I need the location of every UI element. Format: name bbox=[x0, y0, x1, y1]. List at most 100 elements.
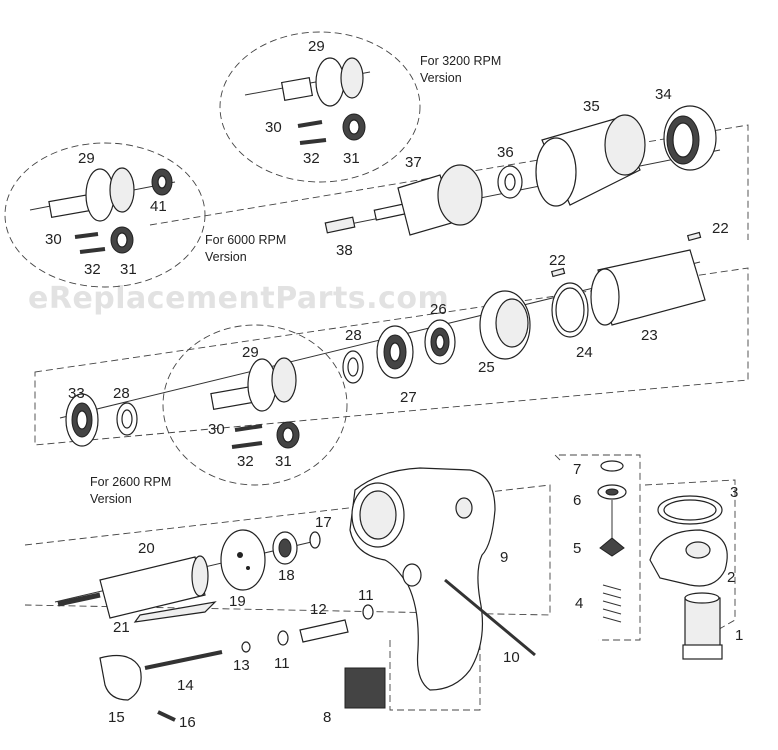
label-12: 12 bbox=[310, 601, 327, 618]
o-ring-11-lower bbox=[277, 630, 289, 646]
trigger-lever-15 bbox=[99, 655, 142, 701]
label-38: 38 bbox=[336, 242, 353, 259]
label-37: 37 bbox=[405, 154, 422, 171]
ring-nut-25 bbox=[479, 290, 531, 360]
note-3200-line2: Version bbox=[420, 71, 462, 85]
pin-32-2600 bbox=[231, 441, 263, 449]
label-11-upper: 11 bbox=[358, 587, 374, 604]
pin-22-lower bbox=[550, 267, 566, 278]
sleeve-23 bbox=[590, 249, 706, 326]
o-ring-11-upper bbox=[362, 604, 374, 620]
bearing-18 bbox=[272, 531, 298, 565]
group-frame-screen bbox=[389, 640, 481, 711]
label-20: 20 bbox=[138, 540, 155, 557]
label-33: 33 bbox=[68, 385, 85, 402]
label-31-2600: 31 bbox=[275, 453, 292, 470]
label-1: 1 bbox=[735, 627, 743, 644]
label-29-2600: 29 bbox=[242, 344, 259, 361]
washer-36 bbox=[497, 165, 523, 199]
label-18: 18 bbox=[278, 567, 295, 584]
pin-16 bbox=[157, 710, 176, 722]
label-30-2600: 30 bbox=[208, 421, 225, 438]
label-31-6000: 31 bbox=[120, 261, 137, 278]
bearing-33 bbox=[65, 393, 99, 447]
group-frame-valve bbox=[553, 454, 641, 641]
note-6000-line1: For 6000 RPM bbox=[205, 233, 286, 247]
label-36: 36 bbox=[497, 144, 514, 161]
valve-seat-6 bbox=[597, 484, 627, 500]
pin-30-2600 bbox=[234, 424, 263, 432]
washer-28-upper bbox=[342, 350, 364, 384]
label-26: 26 bbox=[430, 301, 447, 318]
label-10: 10 bbox=[503, 649, 520, 666]
pin-32-3200 bbox=[299, 138, 327, 145]
note-6000-line2: Version bbox=[205, 250, 247, 264]
drill-chuck-37 bbox=[373, 164, 483, 236]
note-3200-line1: For 3200 RPM bbox=[420, 54, 501, 68]
planet-carrier-29-2600 bbox=[210, 357, 297, 412]
label-24: 24 bbox=[576, 344, 593, 361]
valve-5 bbox=[599, 500, 625, 557]
label-34: 34 bbox=[655, 86, 672, 103]
washer-28-lower bbox=[116, 402, 138, 436]
pin-30-6000 bbox=[74, 232, 99, 239]
label-13: 13 bbox=[233, 657, 250, 674]
label-9: 9 bbox=[500, 549, 508, 566]
version-oval-2600 bbox=[162, 324, 348, 486]
label-3: 3 bbox=[730, 484, 738, 501]
cap-2 bbox=[649, 529, 728, 587]
label-30-3200: 30 bbox=[265, 119, 282, 136]
label-11-lower: 11 bbox=[274, 655, 290, 672]
label-4: 4 bbox=[575, 595, 583, 612]
bearing-26 bbox=[424, 319, 456, 365]
label-31-3200: 31 bbox=[343, 150, 360, 167]
label-7: 7 bbox=[573, 461, 581, 478]
note-2600-line1: For 2600 RPM bbox=[90, 475, 171, 489]
label-15: 15 bbox=[108, 709, 125, 726]
label-29-6000: 29 bbox=[78, 150, 95, 167]
rotor-20 bbox=[57, 555, 209, 619]
bearing-27 bbox=[376, 325, 414, 379]
housing-sleeve-35 bbox=[535, 114, 646, 207]
washer-13 bbox=[241, 641, 251, 653]
gasket-3 bbox=[657, 495, 723, 525]
label-28-lower: 28 bbox=[113, 385, 130, 402]
valve-stem-12 bbox=[299, 619, 349, 643]
version-oval-3200 bbox=[219, 31, 421, 183]
label-2: 2 bbox=[727, 569, 735, 586]
label-32-3200: 32 bbox=[303, 150, 320, 167]
housing-9 bbox=[349, 467, 496, 691]
version-oval-6000 bbox=[4, 142, 206, 288]
label-25: 25 bbox=[478, 359, 495, 376]
end-plate-19 bbox=[220, 529, 266, 591]
label-29-3200: 29 bbox=[308, 38, 325, 55]
label-14: 14 bbox=[177, 677, 194, 694]
gear-31-3200 bbox=[342, 113, 366, 141]
label-32-2600: 32 bbox=[237, 453, 254, 470]
planet-carrier-29-6000 bbox=[29, 167, 176, 222]
label-5: 5 bbox=[573, 540, 581, 557]
planet-carrier-29-3200 bbox=[244, 57, 371, 107]
label-27: 27 bbox=[400, 389, 417, 406]
o-ring-24 bbox=[551, 282, 589, 338]
watermark: eReplacementParts.com bbox=[28, 281, 449, 316]
group-frame-top bbox=[149, 124, 749, 240]
label-19: 19 bbox=[229, 593, 246, 610]
pin-22-upper bbox=[686, 231, 702, 242]
inlet-fitting-1 bbox=[682, 592, 723, 660]
pin-32-6000 bbox=[79, 247, 106, 254]
label-28-upper: 28 bbox=[345, 327, 362, 344]
screen-8 bbox=[344, 667, 386, 709]
spring-4 bbox=[602, 584, 622, 623]
rod-10 bbox=[444, 578, 536, 657]
label-32-6000: 32 bbox=[84, 261, 101, 278]
label-8: 8 bbox=[323, 709, 331, 726]
note-2600-line2: Version bbox=[90, 492, 132, 506]
pin-30-3200 bbox=[297, 120, 323, 128]
throttle-pin-14 bbox=[144, 650, 223, 670]
group-frame-bottom bbox=[24, 484, 551, 616]
washer-17 bbox=[309, 531, 321, 549]
label-16: 16 bbox=[179, 714, 196, 731]
